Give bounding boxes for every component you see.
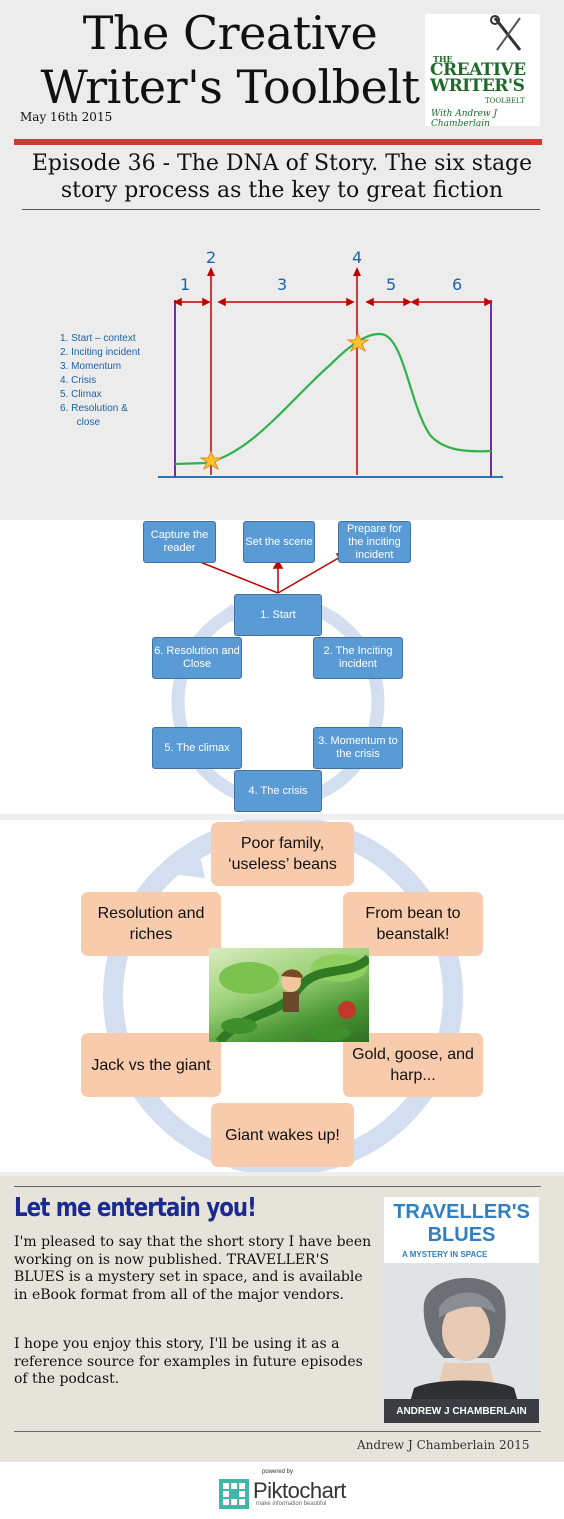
- stage-number-5: 5: [386, 275, 397, 294]
- prepare-inciting-box: Prepare for the inciting incident: [338, 521, 411, 563]
- book-cover-title: TRAVELLER'S BLUES: [393, 1201, 530, 1246]
- star-icon: [346, 332, 370, 353]
- legend-item: 1. Start – context: [60, 333, 136, 344]
- cycle-arrowhead-icon: [215, 604, 237, 623]
- stage-inciting-box: 2. The Inciting incident: [313, 637, 403, 679]
- jack-stage-left-top: Resolution and riches: [81, 892, 221, 956]
- logo-the: THE: [433, 54, 453, 64]
- legend-item: close: [60, 417, 101, 428]
- jack-stage-top: Poor family, ‘useless’ beans: [211, 822, 354, 886]
- logo-toolbelt: TOOLBELT: [485, 97, 525, 105]
- accent-bar: [14, 139, 542, 145]
- stage-resolution-box: 6. Resolution and Close: [152, 637, 242, 679]
- author-credit: Andrew J Chamberlain 2015: [357, 1438, 530, 1452]
- divider: [14, 1186, 541, 1187]
- promo-heading: Let me entertain you!: [14, 1193, 257, 1223]
- logo-author: With Andrew J Chamberlain: [431, 109, 498, 129]
- cycle-arrowhead-icon: [172, 848, 205, 878]
- title-line-2: Writer's Toolbelt: [40, 60, 420, 114]
- stage-momentum-box: 3. Momentum to the crisis: [313, 727, 403, 769]
- jack-stage-left-bottom: Jack vs the giant: [81, 1033, 221, 1097]
- stage-span-arrows: [173, 297, 493, 307]
- star-icon: [199, 450, 223, 471]
- jack-beanstalk-cycle: Poor family, ‘useless’ beans From bean t…: [0, 820, 564, 1172]
- stage-number-3: 3: [277, 275, 288, 294]
- episode-line-2: story process as the key to great fictio…: [60, 178, 504, 203]
- divider: [14, 1431, 541, 1432]
- story-arc-diagram: [158, 267, 503, 478]
- pen-and-wrench-icon: [490, 15, 522, 51]
- publish-date: May 16th 2015: [20, 110, 113, 124]
- episode-title: Episode 36 - The DNA of Story. The six s…: [10, 150, 554, 204]
- podcast-logo: THE CREATIVE WRITER'S TOOLBELT With Andr…: [425, 14, 540, 129]
- footer: [0, 1462, 564, 1519]
- promo-paragraph-2: I hope you enjoy this story, I'll be usi…: [14, 1336, 363, 1387]
- legend-item: 4. Crisis: [60, 375, 97, 386]
- piktochart-tagline: make information beautiful: [256, 1501, 327, 1507]
- piktochart-logo-icon[interactable]: [219, 1479, 249, 1509]
- page-title: The Creative Writer's Toolbelt: [40, 6, 420, 114]
- logo-line-2: WRITER'S: [430, 76, 525, 96]
- piktochart-brand[interactable]: Piktochart: [253, 1478, 346, 1503]
- stage-climax-box: 5. The climax: [152, 727, 242, 769]
- arrow-up-icon: [207, 267, 215, 276]
- beanstalk-image: [215, 954, 369, 1042]
- legend-item: 2. Inciting incident: [60, 347, 141, 358]
- logo-name: CREATIVE WRITER'S: [430, 60, 540, 96]
- jack-stage-bottom: Giant wakes up!: [211, 1103, 354, 1167]
- jack-beanstalk-illustration: [209, 948, 369, 1042]
- jack-stage-right-top: From bean to beanstalk!: [343, 892, 483, 956]
- story-curve: [174, 332, 492, 466]
- promo-paragraph-1: I'm pleased to say that the short story …: [14, 1234, 372, 1303]
- stage-number-1: 1: [180, 275, 191, 294]
- book-cover[interactable]: TRAVELLER'S BLUES A MYSTERY IN SPACE AND…: [384, 1197, 539, 1423]
- legend-item: 3. Momentum: [60, 361, 122, 372]
- six-stage-cycle-diagram: Capture the reader Set the scene Prepare…: [0, 520, 564, 814]
- jack-stage-right-bottom: Gold, goose, and harp...: [343, 1033, 483, 1097]
- book-cover-author-band: [384, 1399, 539, 1423]
- book-cover-subtitle: A MYSTERY IN SPACE: [402, 1250, 488, 1259]
- episode-line-1: Episode 36 - The DNA of Story. The six s…: [31, 151, 533, 176]
- stage-number-6: 6: [452, 275, 463, 294]
- capture-reader-box: Capture the reader: [143, 521, 216, 563]
- legend-item: 6. Resolution &: [60, 403, 128, 414]
- title-line-1: The Creative: [82, 6, 378, 60]
- stage-number-2: 2: [206, 248, 217, 267]
- powered-by-label: powered by: [262, 1469, 294, 1475]
- set-scene-box: Set the scene: [243, 521, 315, 563]
- book-cover-author: ANDREW J CHAMBERLAIN: [396, 1406, 527, 1417]
- stage-crisis-box: 4. The crisis: [234, 770, 322, 812]
- stage-legend: 1. Start – context 2. Inciting incident …: [60, 332, 140, 430]
- legend-item: 5. Climax: [60, 389, 102, 400]
- divider: [22, 209, 540, 210]
- stage-number-4: 4: [352, 248, 363, 267]
- stage-start-box: 1. Start: [234, 594, 322, 636]
- logo-line-1: CREATIVE: [430, 60, 526, 80]
- arrow-up-icon: [353, 267, 361, 276]
